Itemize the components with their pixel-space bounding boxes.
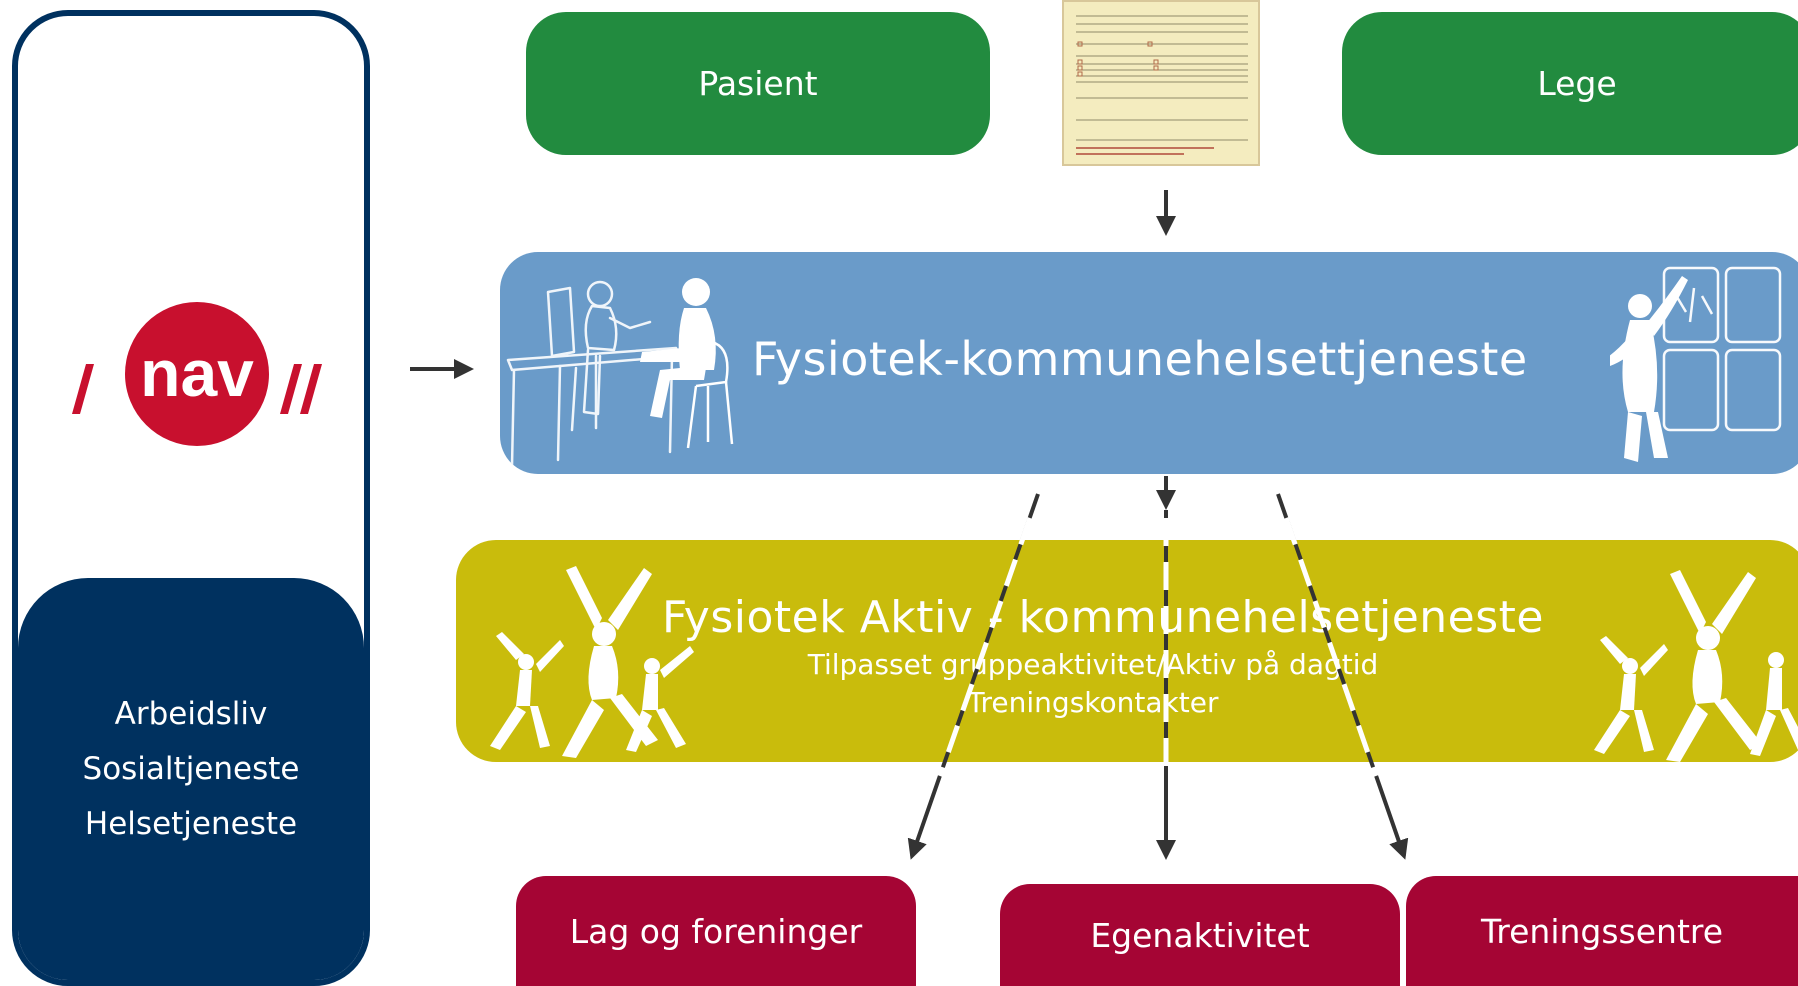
egenaktivitet-label: Egenaktivitet bbox=[1090, 915, 1310, 955]
referral-form-image bbox=[1062, 0, 1260, 166]
nav-logo-slash-right-2 bbox=[300, 364, 322, 414]
pasient-label: Pasient bbox=[698, 64, 818, 103]
fysiotek-title: Fysiotek-kommunehelsettjeneste bbox=[752, 332, 1528, 386]
nav-logo-slash-right-1 bbox=[280, 364, 302, 414]
dancers-left-illustration-icon bbox=[490, 566, 694, 758]
lag-og-foreninger-box: Lag og foreninger bbox=[516, 876, 916, 986]
treningssentre-label: Treningssentre bbox=[1480, 911, 1724, 951]
nav-line-arbeidsliv: Arbeidsliv bbox=[114, 695, 268, 732]
fysiotek-band: Fysiotek-kommunehelsettjeneste bbox=[500, 252, 1798, 474]
egenaktivitet-box: Egenaktivitet bbox=[1000, 884, 1400, 986]
nav-services: Arbeidsliv Sosialtjeneste Helsetjeneste bbox=[18, 578, 364, 980]
lag-og-foreninger-label: Lag og foreninger bbox=[569, 911, 863, 951]
treningssentre-box: Treningssentre bbox=[1406, 876, 1798, 986]
nav-logo-slash-left bbox=[72, 364, 94, 414]
nav-line-sosialtjeneste: Sosialtjeneste bbox=[82, 750, 300, 787]
nav-logo-wordmark: nav bbox=[140, 336, 254, 410]
nav-panel: nav Arbeidsliv Sosialtjeneste Helsetjene… bbox=[12, 10, 370, 986]
consultation-illustration-icon bbox=[506, 278, 734, 468]
lege-box: Lege bbox=[1342, 12, 1798, 155]
nav-line-helsetjeneste: Helsetjeneste bbox=[84, 805, 298, 842]
dancers-right-illustration-icon bbox=[1594, 570, 1798, 762]
referral-form-lines bbox=[1076, 15, 1248, 155]
lege-label: Lege bbox=[1537, 64, 1617, 103]
nav-logo-circle bbox=[125, 302, 269, 446]
fysiotek-aktiv-band: Fysiotek Aktiv - kommunehelsetjeneste Ti… bbox=[456, 540, 1798, 762]
whiteboard-illustration-icon bbox=[1610, 266, 1782, 462]
pasient-box: Pasient bbox=[526, 12, 990, 155]
nav-logo: nav bbox=[72, 302, 322, 446]
